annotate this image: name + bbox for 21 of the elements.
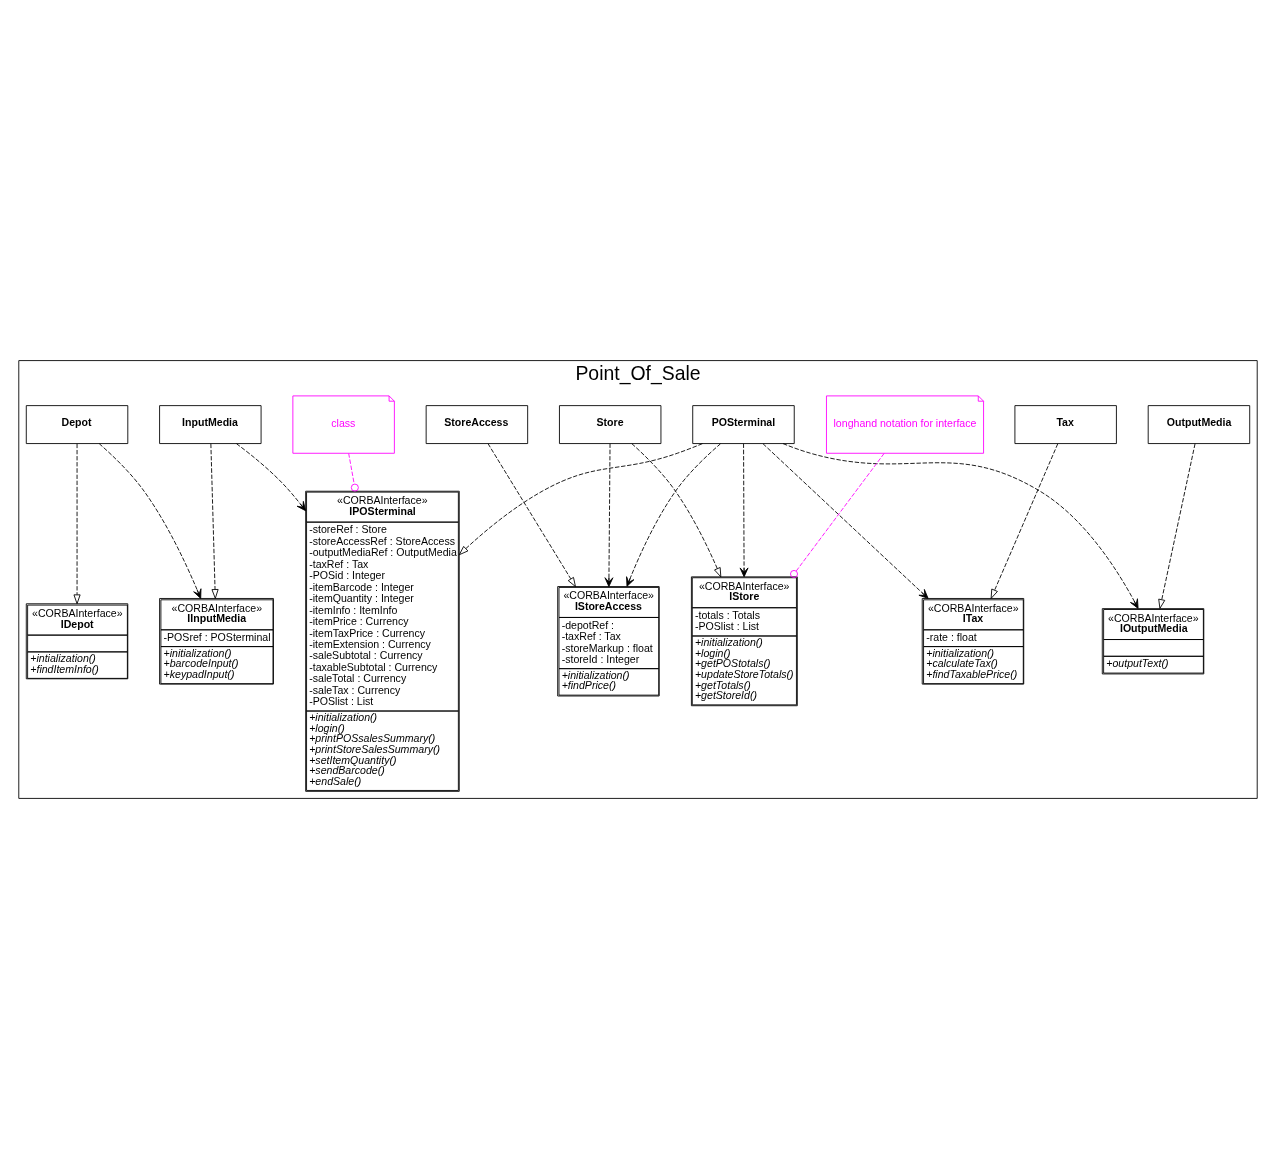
connector — [790, 453, 885, 578]
connector — [348, 453, 359, 492]
arrow — [98, 443, 202, 599]
node-box: POSterminal — [692, 405, 795, 444]
node-box: Depot — [25, 405, 129, 444]
node-box: InputMedia — [159, 405, 262, 444]
arrow — [1158, 443, 1196, 609]
arrow — [782, 443, 1139, 609]
arrow — [487, 443, 576, 587]
arrow — [739, 443, 749, 578]
node-box: StoreAccess — [425, 405, 529, 444]
arrow — [990, 443, 1059, 599]
arrow — [236, 443, 307, 512]
arrow — [210, 443, 219, 599]
node-box: OutputMedia — [1147, 405, 1251, 444]
arrow — [458, 443, 703, 556]
arrow — [762, 443, 929, 599]
node-box: Tax — [1014, 405, 1117, 444]
arrow — [73, 443, 81, 605]
node-box: Store — [559, 405, 662, 444]
arrow — [604, 443, 614, 587]
